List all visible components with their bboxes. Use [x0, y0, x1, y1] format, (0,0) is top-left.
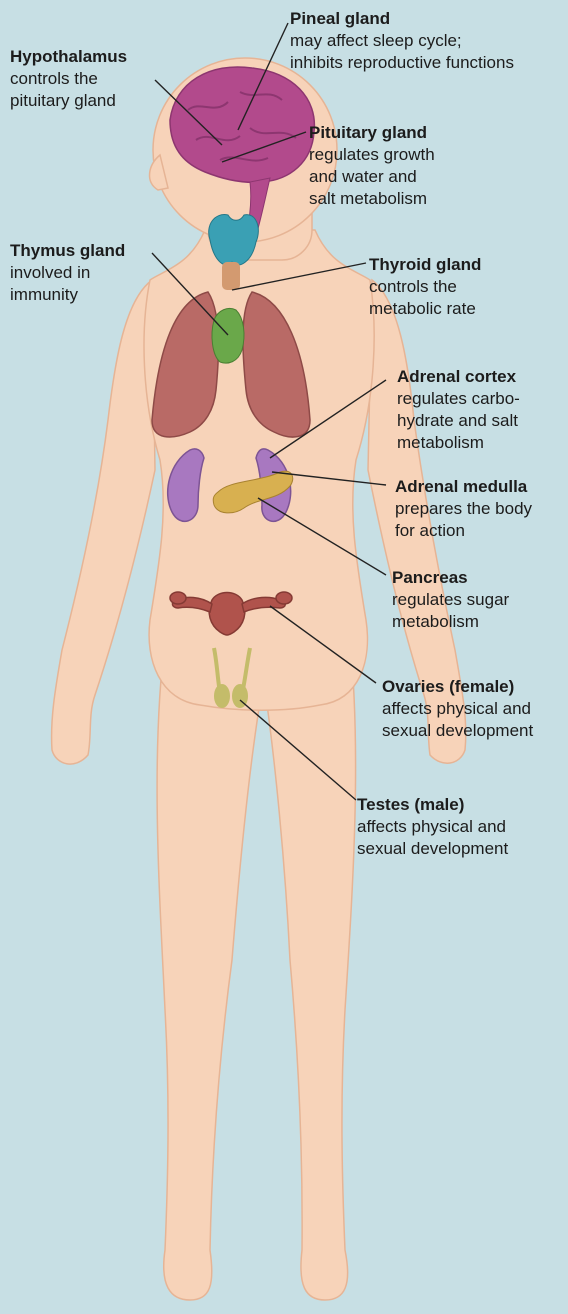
label-description: controls the metabolic rate	[369, 276, 481, 320]
label-hypothalamus: Hypothalamus controls the pituitary glan…	[10, 46, 127, 112]
label-title: Thyroid gland	[369, 254, 481, 276]
label-ovaries: Ovaries (female) affects physical and se…	[382, 676, 533, 742]
left-leg	[157, 640, 262, 1300]
label-adrenal-medulla: Adrenal medulla prepares the body for ac…	[395, 476, 532, 542]
thymus-illustration	[212, 308, 244, 363]
label-description: affects physical and sexual development	[357, 816, 508, 860]
label-testes: Testes (male) affects physical and sexua…	[357, 794, 508, 860]
label-description: regulates growth and water and salt meta…	[309, 144, 435, 210]
label-adrenal-cortex: Adrenal cortex regulates carbo- hydrate …	[397, 366, 520, 454]
label-title: Thymus gland	[10, 240, 125, 262]
label-description: regulates carbo- hydrate and salt metabo…	[397, 388, 520, 454]
label-pancreas: Pancreas regulates sugar metabolism	[392, 567, 509, 633]
label-pituitary: Pituitary gland regulates growth and wat…	[309, 122, 435, 210]
label-title: Pancreas	[392, 567, 509, 589]
label-description: controls the pituitary gland	[10, 68, 127, 112]
label-description: involved in immunity	[10, 262, 125, 306]
label-thyroid: Thyroid gland controls the metabolic rat…	[369, 254, 481, 320]
label-pineal: Pineal gland may affect sleep cycle; inh…	[290, 8, 514, 74]
label-description: may affect sleep cycle; inhibits reprodu…	[290, 30, 514, 74]
label-title: Ovaries (female)	[382, 676, 533, 698]
label-title: Adrenal medulla	[395, 476, 532, 498]
left-arm	[52, 280, 155, 764]
label-title: Testes (male)	[357, 794, 508, 816]
label-description: prepares the body for action	[395, 498, 532, 542]
label-description: affects physical and sexual development	[382, 698, 533, 742]
label-description: regulates sugar metabolism	[392, 589, 509, 633]
label-title: Pineal gland	[290, 8, 514, 30]
label-thymus: Thymus gland involved in immunity	[10, 240, 125, 306]
label-title: Pituitary gland	[309, 122, 435, 144]
label-title: Hypothalamus	[10, 46, 127, 68]
right-leg	[265, 640, 356, 1300]
label-title: Adrenal cortex	[397, 366, 520, 388]
